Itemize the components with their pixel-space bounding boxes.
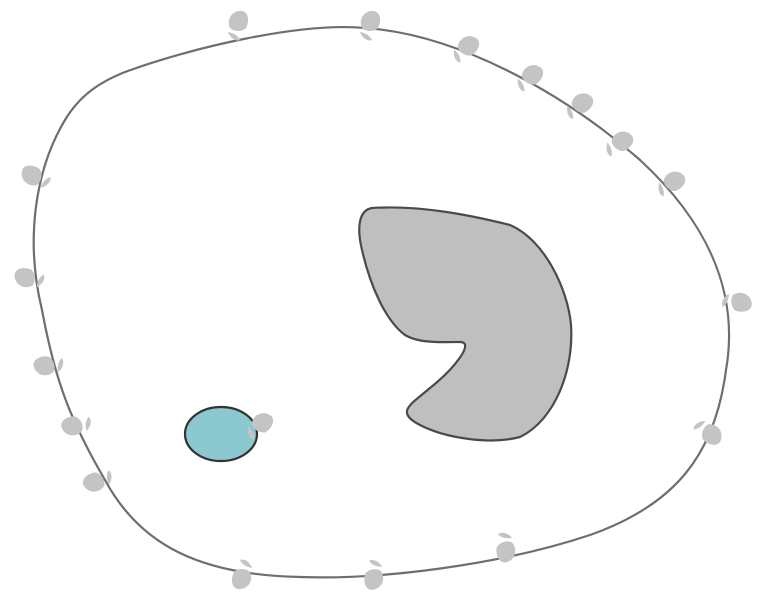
teal-oval (185, 407, 257, 461)
